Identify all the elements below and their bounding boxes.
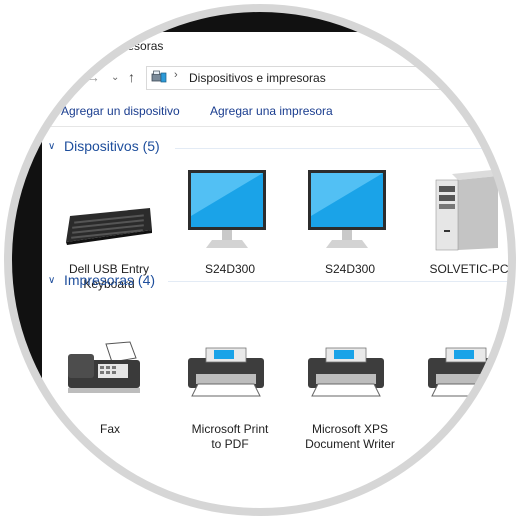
device-item-monitor-2[interactable]: S24D300 xyxy=(295,262,405,277)
up-arrow-icon[interactable]: ↑ xyxy=(128,69,135,85)
window-title: os e impresoras xyxy=(78,39,164,53)
device-name: S24D300 xyxy=(324,262,376,276)
printer-item-fax[interactable]: Fax xyxy=(55,422,165,437)
add-device-button[interactable]: Agregar un dispositivo xyxy=(61,104,180,118)
devices-printers-icon xyxy=(151,70,167,83)
group-divider xyxy=(168,281,520,282)
printer-icon[interactable] xyxy=(184,344,268,402)
monitor-icon[interactable] xyxy=(186,168,270,252)
printer-item-partial[interactable]: S O xyxy=(415,422,520,452)
address-path[interactable]: Dispositivos e impresoras xyxy=(189,71,326,85)
printer-name-line1: S xyxy=(465,422,474,436)
printer-name: Fax xyxy=(99,422,120,436)
device-name: S24D300 xyxy=(204,262,256,276)
group-label-devices: Dispositivos (5) xyxy=(64,138,160,154)
printer-name-line2: Document Writer xyxy=(305,437,395,451)
window-frame-top xyxy=(0,0,520,32)
printer-icon[interactable] xyxy=(304,344,388,402)
printers-header-content[interactable]: ∨ Impresoras (4) xyxy=(48,272,155,288)
collapse-chevron-icon[interactable]: ∨ xyxy=(48,140,56,152)
breadcrumb-separator-icon: › xyxy=(174,69,178,81)
printer-icon[interactable] xyxy=(424,344,508,402)
add-printer-button[interactable]: Agregar una impresora xyxy=(210,104,333,118)
fax-icon[interactable] xyxy=(64,340,148,398)
forward-arrow-icon[interactable]: → xyxy=(86,69,100,85)
group-label-printers: Impresoras (4) xyxy=(64,272,156,288)
keyboard-icon[interactable] xyxy=(62,204,154,246)
device-name: SOLVETIC-PC xyxy=(429,262,509,276)
computer-tower-icon[interactable] xyxy=(432,168,500,252)
group-header-devices[interactable]: ∨ Dispositivos (5) xyxy=(48,138,160,154)
group-divider xyxy=(175,148,520,149)
printer-name-line2: O xyxy=(465,437,475,451)
device-item-monitor-1[interactable]: S24D300 xyxy=(175,262,285,277)
collapse-chevron-icon[interactable]: ∨ xyxy=(48,274,56,286)
device-item-computer[interactable]: SOLVETIC-PC xyxy=(414,262,520,277)
printer-name-line1: Microsoft Print xyxy=(191,422,269,436)
printer-item-pdf[interactable]: Microsoft Print to PDF xyxy=(175,422,285,452)
printer-name-line1: Microsoft XPS xyxy=(311,422,389,436)
monitor-icon[interactable] xyxy=(306,168,390,252)
printer-name-line2: to PDF xyxy=(211,437,249,451)
recent-locations-chevron-icon[interactable]: ⌄ xyxy=(111,72,120,83)
printer-item-xps[interactable]: Microsoft XPS Document Writer xyxy=(295,422,405,452)
window-frame-left xyxy=(0,0,42,520)
